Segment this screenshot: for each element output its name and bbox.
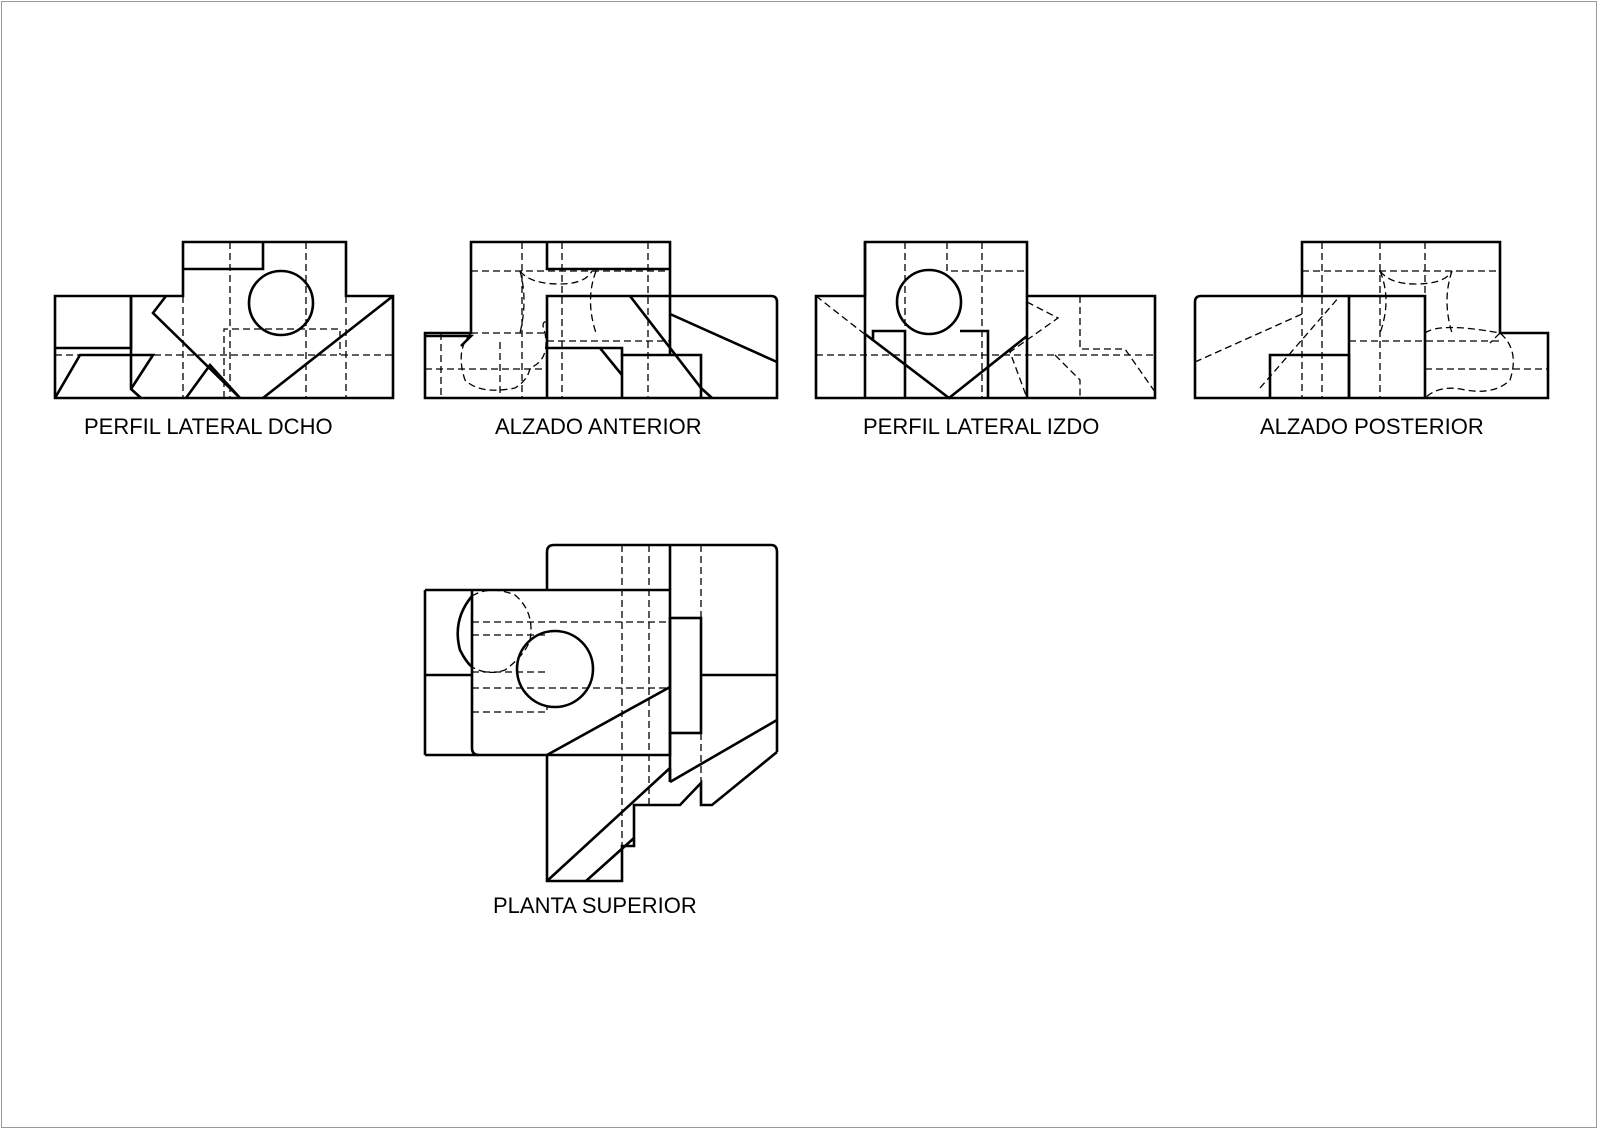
hole-circle: [895, 268, 963, 336]
rear-view: [1193, 240, 1550, 400]
front-view: [423, 240, 779, 400]
hole-circle: [515, 629, 595, 709]
label-right-side-view: PERFIL LATERAL DCHO: [84, 414, 333, 439]
left-side-view: [814, 240, 1157, 400]
top-view: [423, 543, 779, 883]
label-rear-view: ALZADO POSTERIOR: [1260, 414, 1484, 439]
label-left-side-view: PERFIL LATERAL IZDO: [863, 414, 1100, 439]
right-side-view: [53, 240, 395, 400]
hole-circle: [247, 269, 315, 337]
label-front-view: ALZADO ANTERIOR: [495, 414, 702, 439]
label-top-view: PLANTA SUPERIOR: [493, 893, 697, 918]
